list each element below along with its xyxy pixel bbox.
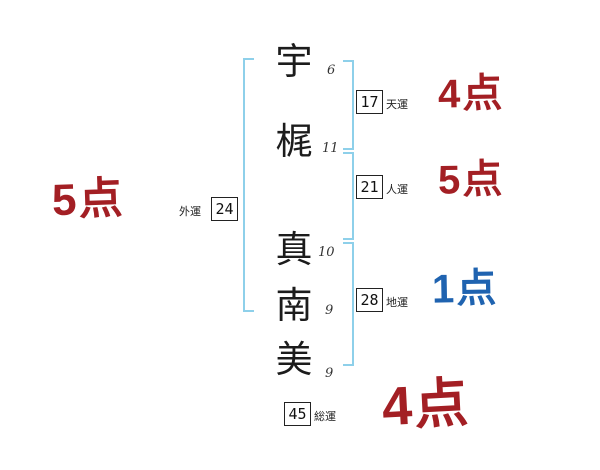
stroke-count: 6: [327, 63, 336, 78]
person-luck-bracket: [343, 152, 354, 240]
outer-luck-value-box: 24: [211, 197, 238, 221]
total-luck-value-box: 45: [284, 402, 311, 426]
person-luck-value: 21: [360, 178, 379, 196]
heaven-luck-value: 17: [360, 93, 379, 111]
person-luck-score: 5点: [437, 157, 505, 203]
name-char: 南: [275, 286, 313, 327]
outer-luck-value: 24: [215, 200, 234, 218]
name-char: 真: [275, 230, 313, 271]
outer-luck-label: 外運: [179, 206, 201, 218]
outer-luck-score: 5点: [51, 173, 126, 226]
person-luck-label: 人運: [386, 184, 408, 196]
outer-luck-bracket: [243, 58, 254, 312]
stroke-count: 9: [325, 303, 334, 318]
total-luck-label: 総運: [314, 411, 336, 423]
total-luck-value: 45: [288, 405, 307, 423]
stroke-count: 9: [325, 366, 334, 381]
earth-luck-score: 1点: [431, 266, 499, 312]
earth-luck-value-box: 28: [356, 288, 383, 312]
stroke-count: 10: [318, 245, 335, 260]
earth-luck-label: 地運: [386, 297, 408, 309]
name-char: 美: [275, 340, 313, 381]
heaven-luck-label: 天運: [386, 99, 408, 111]
person-luck-value-box: 21: [356, 175, 383, 199]
heaven-luck-bracket: [343, 60, 354, 150]
total-luck-score: 4点: [380, 372, 472, 438]
name-char: 梶: [275, 122, 313, 163]
name-char: 宇: [275, 42, 313, 83]
heaven-luck-value-box: 17: [356, 90, 383, 114]
earth-luck-bracket: [343, 242, 354, 366]
stroke-count: 11: [322, 141, 339, 156]
earth-luck-value: 28: [360, 291, 379, 309]
heaven-luck-score: 4点: [437, 71, 505, 117]
